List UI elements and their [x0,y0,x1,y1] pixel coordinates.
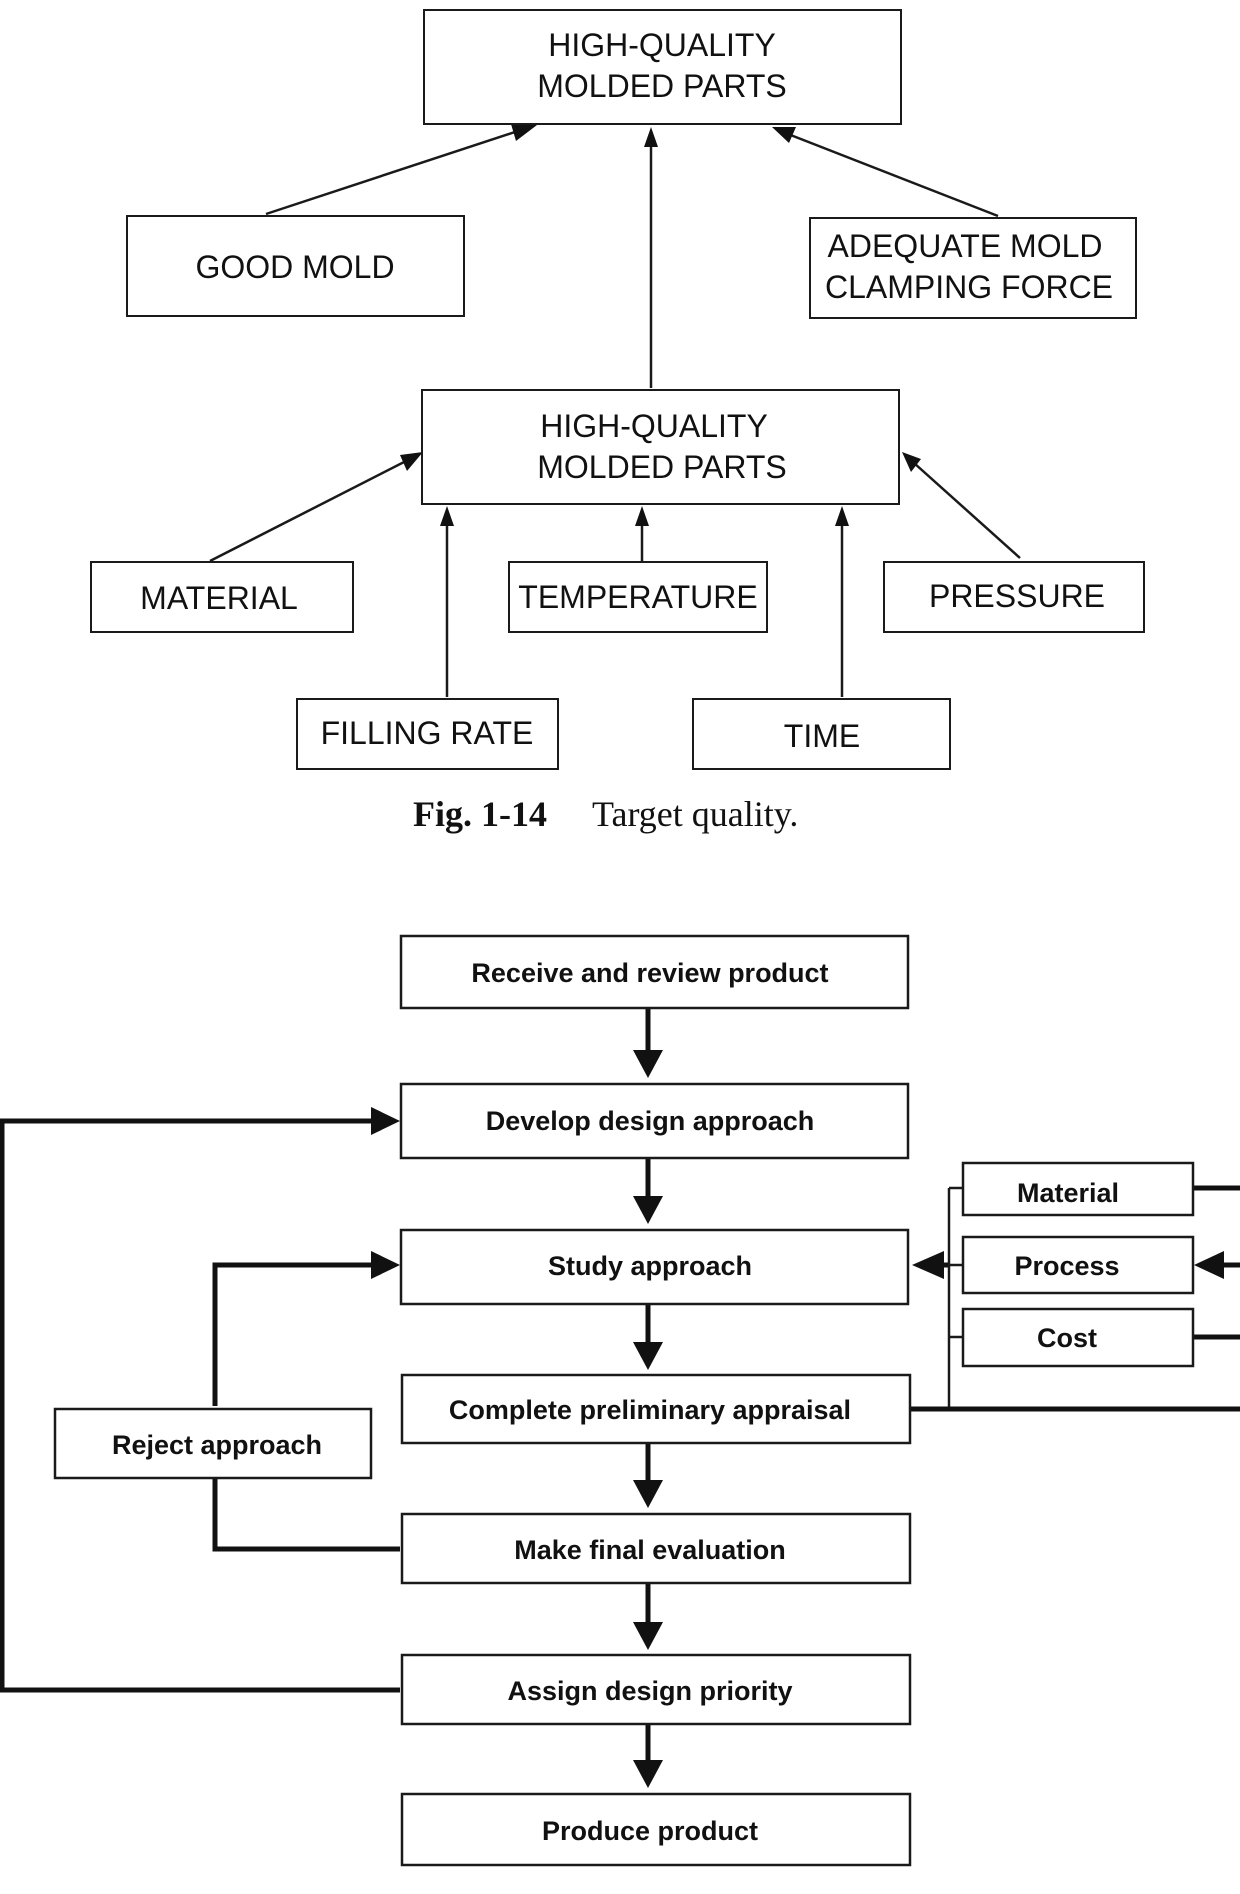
arrowhead-middle [644,127,658,147]
receive-review-frame [399,934,910,1010]
filling-rate-frame [296,698,559,770]
middle-quality-frame [421,389,900,505]
clamping-force-frame [809,217,1137,319]
figure-caption-text: Target quality. [592,794,798,834]
arrow-material [209,458,409,563]
arrowhead-produce [633,1760,663,1788]
flowchart-connectors [0,1008,1240,1788]
line-final-to-reject [212,1475,400,1552]
middle-quality-line2: MOLDED PARTS [537,449,787,485]
produce-product-frame [400,1792,912,1867]
preliminary-appraisal-label: Complete preliminary appraisal [449,1395,851,1425]
receive-review-label: Receive and review product [471,958,828,988]
good-mold-frame [126,215,465,317]
material-box: MATERIAL [90,561,354,633]
factor-process-frame [961,1235,1195,1295]
final-evaluation-step: Make final evaluation [400,1512,912,1585]
factor-process-label: Process [1014,1251,1119,1281]
produce-product-step: Produce product [400,1792,912,1867]
middle-quality-box: HIGH-QUALITY MOLDED PARTS [421,389,900,505]
filling-rate-box: FILLING RATE [296,698,559,770]
produce-product-label: Produce product [542,1816,758,1846]
arrowhead-loop-study [371,1251,400,1279]
factor-cost: Cost [961,1307,1195,1368]
clamping-force-box: ADEQUATE MOLD CLAMPING FORCE [809,217,1137,319]
preliminary-appraisal-step: Complete preliminary appraisal [400,1373,912,1445]
middle-quality-line1: HIGH-QUALITY [540,408,768,444]
temperature-label: TEMPERATURE [518,579,757,615]
temperature-box: TEMPERATURE [508,561,768,633]
develop-approach-step: Develop design approach [399,1082,910,1160]
good-mold-box: GOOD MOLD [126,215,465,317]
time-box: TIME [692,698,951,770]
factor-material-frame [961,1161,1195,1217]
assign-priority-label: Assign design priority [507,1676,792,1706]
arrowhead-loop-develop [371,1107,400,1135]
arrowhead-pressure [902,452,921,472]
preliminary-appraisal-frame [400,1373,912,1445]
reject-approach-step: Reject approach [53,1407,373,1480]
factor-material-label: Material [1017,1178,1119,1208]
receive-review-step: Receive and review product [399,934,910,1010]
arrowhead-time [835,506,849,526]
figure-caption-label: Fig. 1-14 [413,794,547,834]
arrowhead-temperature [635,506,649,526]
fig1-connectors [209,124,1021,697]
final-evaluation-label: Make final evaluation [514,1535,786,1565]
top-quality-line1: HIGH-QUALITY [548,27,776,63]
top-quality-line2: MOLDED PARTS [537,68,787,104]
design-process-flowchart: Receive and review product Develop desig… [0,934,1240,1867]
reject-approach-label: Reject approach [112,1430,322,1460]
figure-caption: Fig. 1-14 Target quality. [413,794,798,834]
clamping-force-line2: CLAMPING FORCE [825,269,1113,305]
arrowhead-factors-to-study [912,1251,944,1279]
study-approach-step: Study approach [399,1228,910,1306]
loop-reject-to-study [212,1262,372,1406]
arrowhead-process [1194,1251,1224,1279]
loop-assign-to-develop [0,1118,400,1693]
arrowhead-appraisal [633,1342,663,1370]
target-quality-diagram: HIGH-QUALITY MOLDED PARTS GOOD MOLD ADEQ… [90,9,1145,834]
factor-cost-frame [961,1307,1195,1368]
reject-approach-frame [53,1407,373,1480]
time-frame [692,698,951,770]
filling-rate-label: FILLING RATE [321,715,534,751]
arrowhead-filling-rate [440,506,454,526]
pressure-box: PRESSURE [883,561,1145,633]
arrowhead-study [633,1196,663,1224]
top-quality-box: HIGH-QUALITY MOLDED PARTS [423,9,902,125]
assign-priority-step: Assign design priority [400,1653,912,1726]
arrowhead-clamping [772,127,796,143]
arrowhead-final [633,1480,663,1508]
pressure-frame [883,561,1145,633]
material-frame [90,561,354,633]
good-mold-label: GOOD MOLD [195,249,394,285]
assign-priority-frame [400,1653,912,1726]
top-quality-frame [423,9,902,125]
factor-process: Process [961,1235,1195,1295]
factor-material: Material [961,1161,1195,1217]
clamping-force-line1: ADEQUATE MOLD [828,228,1103,264]
study-approach-frame [399,1228,910,1306]
arrow-good-mold-to-top [265,128,522,216]
study-approach-label: Study approach [548,1251,752,1281]
time-label: TIME [784,718,860,754]
material-label: MATERIAL [140,580,298,616]
final-evaluation-frame [400,1512,912,1585]
arrowhead-material [400,452,423,471]
arrowhead-good-mold [511,124,537,141]
arrow-clamping-to-top [787,132,999,218]
pressure-label: PRESSURE [929,578,1105,614]
factor-cost-label: Cost [1037,1323,1097,1353]
temperature-frame [508,561,768,633]
arrowhead-assign [633,1622,663,1650]
develop-approach-label: Develop design approach [486,1106,815,1136]
arrowhead-develop [633,1050,663,1078]
arrow-pressure [913,462,1021,559]
develop-approach-frame [399,1082,910,1160]
